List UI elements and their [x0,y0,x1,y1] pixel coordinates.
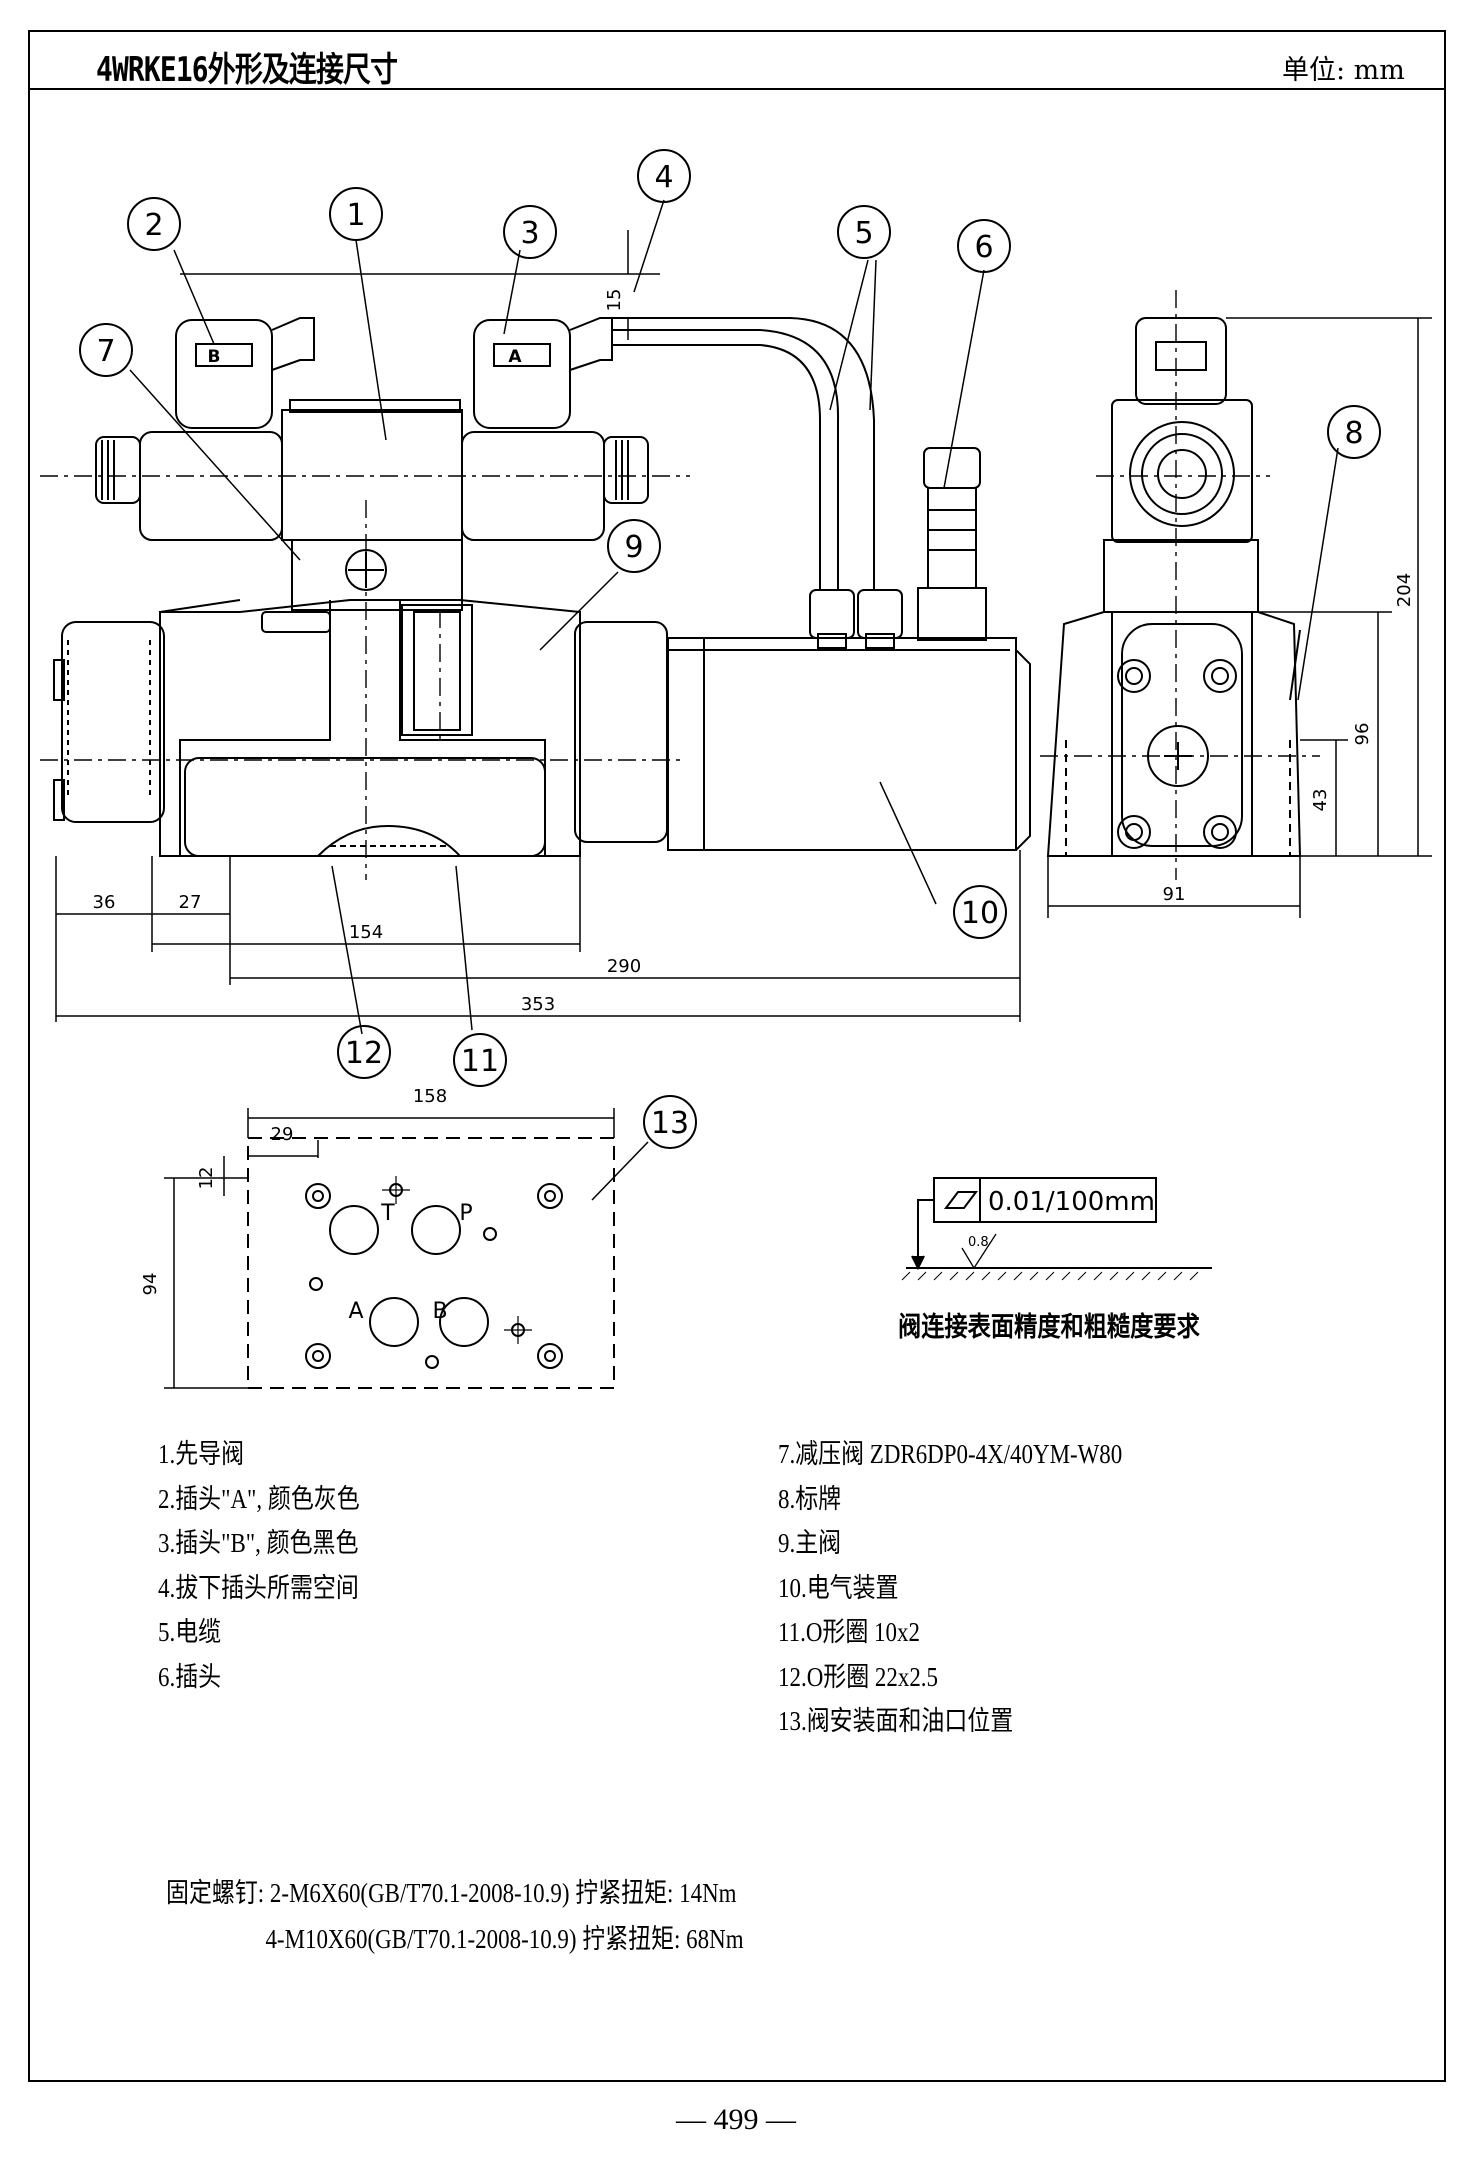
dim-204: 204 [1394,573,1415,607]
dim-94: 94 [140,1273,161,1296]
callout-12: 12 [345,1036,383,1071]
dim-29: 29 [271,1124,294,1145]
solenoid-a-label: A [508,347,522,367]
page-frame [28,30,1446,2082]
callout-8: 8 [1344,416,1363,451]
callout-5: 5 [854,216,873,251]
legend-item: 12.O形圈 22x2.5 [778,1661,939,1692]
flatness-value: 0.01/100mm [988,1187,1155,1217]
legend-item: 8.标牌 [778,1483,842,1514]
unit-label: 单位: mm [1282,55,1405,86]
dim-158: 158 [413,1086,447,1107]
callout-10: 10 [961,896,999,931]
roughness-value: 0.8 [968,1235,989,1250]
dim-353: 353 [521,994,555,1015]
dim-15: 15 [604,289,625,312]
callout-11: 11 [461,1044,499,1079]
dim-12: 12 [196,1167,217,1190]
header-rule [28,88,1446,90]
dim-27: 27 [179,892,202,913]
callout-1: 1 [346,198,365,233]
legend-right: 7.减压阀 ZDR6DP0-4X/40YM-W80 8.标牌 9.主阀 10.电… [778,1432,1122,1744]
callout-9: 9 [624,530,643,565]
callout-3: 3 [520,216,539,251]
dim-91: 91 [1163,884,1186,905]
port-a-label: A [348,1299,363,1324]
tolerance-frame [901,1177,1212,1281]
legend-item: 11.O形圈 10x2 [778,1617,920,1647]
port-b-label: B [432,1299,447,1324]
note-line: 固定螺钉: 2-M6X60(GB/T70.1-2008-10.9) 拧紧扭矩: … [166,1878,737,1908]
callout-2: 2 [144,208,163,243]
legend-item: 2.插头"A", 颜色灰色 [158,1483,360,1514]
dimension-lines [55,230,1432,1022]
dim-290: 290 [607,956,641,977]
callout-7: 7 [96,334,115,369]
legend-item: 4.拔下插头所需空间 [158,1572,359,1603]
note-line: 4-M10X60(GB/T70.1-2008-10.9) 拧紧扭矩: 68Nm [265,1924,744,1954]
legend-item: 10.电气装置 [778,1572,899,1603]
page-title: 4WRKE16外形及连接尺寸 [96,50,398,90]
port-t-label: T [380,1201,395,1226]
legend-item: 1.先导阀 [158,1439,245,1469]
callout-circles [79,149,1381,1149]
legend-item: 13.阀安装面和油口位置 [778,1706,1014,1736]
legend-item: 9.主阀 [778,1528,842,1558]
dim-154: 154 [349,922,383,943]
legend-item: 3.插头"B", 颜色黑色 [158,1528,359,1558]
leader-lines [129,199,1339,1201]
callout-4: 4 [654,160,673,195]
tolerance-caption: 阀连接表面精度和粗糙度要求 [898,1312,1200,1343]
front-view [40,317,1031,880]
dim-43: 43 [1310,789,1331,812]
dim-36: 36 [93,892,116,913]
page-number: — 499 — [676,2103,796,2136]
legend-item: 7.减压阀 ZDR6DP0-4X/40YM-W80 [778,1439,1123,1469]
callout-6: 6 [974,230,993,265]
solenoid-b-label: B [208,347,221,367]
legend-item: 6.插头 [158,1661,222,1692]
dim-96: 96 [1352,723,1373,746]
callout-13: 13 [651,1106,689,1141]
side-view [1040,290,1320,880]
fastening-notes: 固定螺钉: 2-M6X60(GB/T70.1-2008-10.9) 拧紧扭矩: … [166,1870,744,1962]
legend-left: 1.先导阀 2.插头"A", 颜色灰色 3.插头"B", 颜色黑色 4.拔下插头… [158,1432,360,1699]
mounting-face [164,1108,615,1389]
legend-item: 5.电缆 [158,1617,222,1647]
port-p-label: P [459,1201,472,1226]
